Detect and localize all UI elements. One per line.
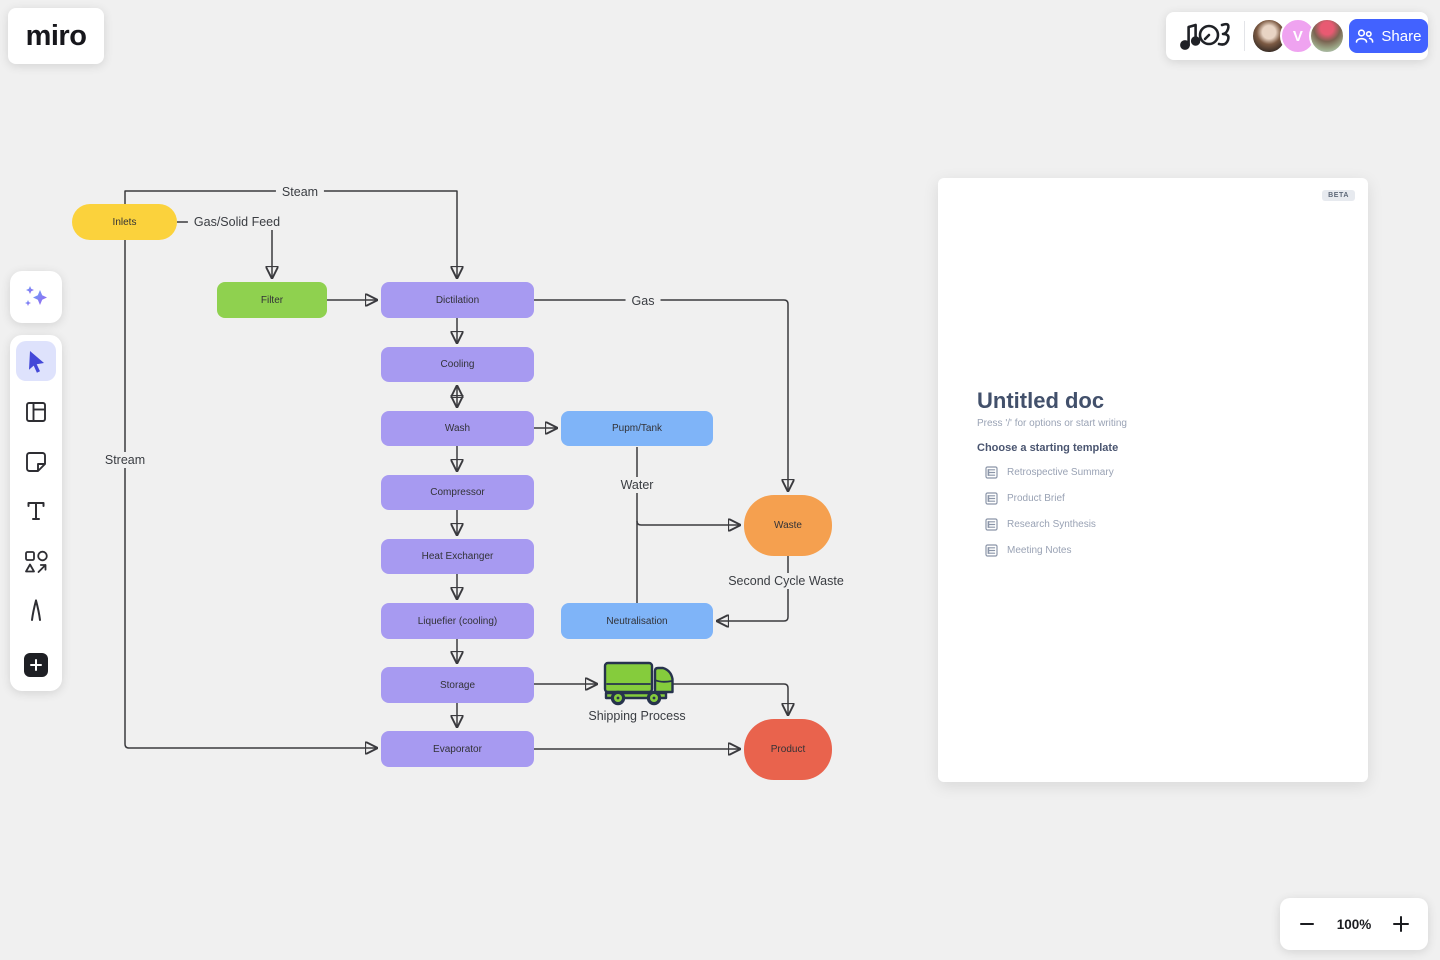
truck-icon[interactable] xyxy=(598,656,676,708)
template-label: Retrospective Summary xyxy=(1007,466,1114,478)
template-item-meeting-notes[interactable]: Meeting Notes xyxy=(985,540,1071,560)
template-item-product-brief[interactable]: Product Brief xyxy=(985,488,1065,508)
doc-template-icon xyxy=(985,465,998,479)
avatar[interactable]: V xyxy=(1279,18,1316,54)
tool-frames[interactable] xyxy=(16,392,56,432)
flow-node-wash[interactable]: Wash xyxy=(381,411,534,446)
avatar-initial: V xyxy=(1292,27,1303,45)
flow-node-inlets[interactable]: Inlets xyxy=(72,204,177,240)
tool-sticky-note[interactable] xyxy=(16,442,56,482)
frames-icon xyxy=(26,402,46,422)
tool-text[interactable] xyxy=(16,491,56,531)
edge-label-steam[interactable]: Steam xyxy=(275,184,325,200)
zoom-out-button[interactable] xyxy=(1296,913,1318,935)
flow-node-product[interactable]: Product xyxy=(744,719,832,780)
flow-node-pump-tank[interactable]: Pupm/Tank xyxy=(561,411,713,446)
template-item-retrospective-summary[interactable]: Retrospective Summary xyxy=(985,462,1114,482)
topbar-divider xyxy=(1244,21,1245,51)
edge-label-gas[interactable]: Gas xyxy=(625,293,661,309)
miro-logo-text: miro xyxy=(25,19,87,52)
doc-template-icon xyxy=(985,517,998,531)
doc-hint: Press '/' for options or start writing xyxy=(977,418,1127,429)
flow-node-dictilation[interactable]: Dictilation xyxy=(381,282,534,318)
music-doodle-icon xyxy=(1180,22,1230,50)
edge-label-water[interactable]: Water xyxy=(614,477,660,493)
flow-node-filter[interactable]: Filter xyxy=(217,282,327,318)
zoom-in-button[interactable] xyxy=(1390,913,1412,935)
avatar[interactable] xyxy=(1308,18,1345,54)
miro-logo[interactable]: miro xyxy=(8,8,104,64)
edge-label-stream[interactable]: Stream xyxy=(98,452,152,468)
tool-select-cursor[interactable] xyxy=(16,341,56,381)
pen-icon xyxy=(31,599,41,621)
shapes-icon xyxy=(25,550,48,573)
edge-label-shipping-process[interactable]: Shipping Process xyxy=(588,709,686,723)
doc-title[interactable]: Untitled doc xyxy=(977,388,1105,413)
topbar: V Share xyxy=(1166,12,1428,60)
ai-sparkles-icon xyxy=(25,286,47,306)
beta-badge: BETA xyxy=(1322,190,1355,201)
avatar-stack: V xyxy=(1250,18,1345,54)
doc-panel: BETA Untitled doc Press '/' for options … xyxy=(938,178,1368,782)
ai-assist-button[interactable] xyxy=(10,271,62,323)
text-icon xyxy=(27,502,45,520)
template-label: Product Brief xyxy=(1007,492,1065,504)
template-item-research-synthesis[interactable]: Research Synthesis xyxy=(985,514,1096,534)
tool-rail xyxy=(10,335,62,691)
doc-template-icon xyxy=(985,543,998,557)
zoom-level[interactable]: 100% xyxy=(1336,916,1372,932)
sticky-note-icon xyxy=(26,452,46,472)
flow-node-neutralisation[interactable]: Neutralisation xyxy=(561,603,713,639)
flow-node-heat-exchanger[interactable]: Heat Exchanger xyxy=(381,539,534,574)
edge-label-second-cycle-waste[interactable]: Second Cycle Waste xyxy=(722,573,850,589)
flow-node-cooling[interactable]: Cooling xyxy=(381,347,534,382)
share-people-icon xyxy=(1356,29,1374,43)
share-button[interactable]: Share xyxy=(1348,19,1428,53)
template-label: Research Synthesis xyxy=(1007,518,1096,530)
minus-icon xyxy=(1300,923,1314,925)
tool-pen[interactable] xyxy=(16,590,56,630)
flow-node-liquefier[interactable]: Liquefier (cooling) xyxy=(381,603,534,639)
flow-node-compressor[interactable]: Compressor xyxy=(381,475,534,510)
template-label: Meeting Notes xyxy=(1007,544,1072,556)
templates-heading: Choose a starting template xyxy=(977,442,1119,454)
plus-icon xyxy=(1393,916,1409,932)
flow-node-evaporator[interactable]: Evaporator xyxy=(381,731,534,767)
doc-template-icon xyxy=(985,491,998,505)
edge-label-gas-solid-feed[interactable]: Gas/Solid Feed xyxy=(187,214,287,230)
share-button-label: Share xyxy=(1381,27,1422,45)
cursor-icon xyxy=(29,351,44,373)
flow-node-waste[interactable]: Waste xyxy=(744,495,832,556)
tool-add-more[interactable] xyxy=(16,645,56,685)
tool-shapes[interactable] xyxy=(16,542,56,582)
flow-node-storage[interactable]: Storage xyxy=(381,667,534,703)
zoom-control: 100% xyxy=(1280,898,1428,950)
add-plus-icon xyxy=(24,653,48,677)
